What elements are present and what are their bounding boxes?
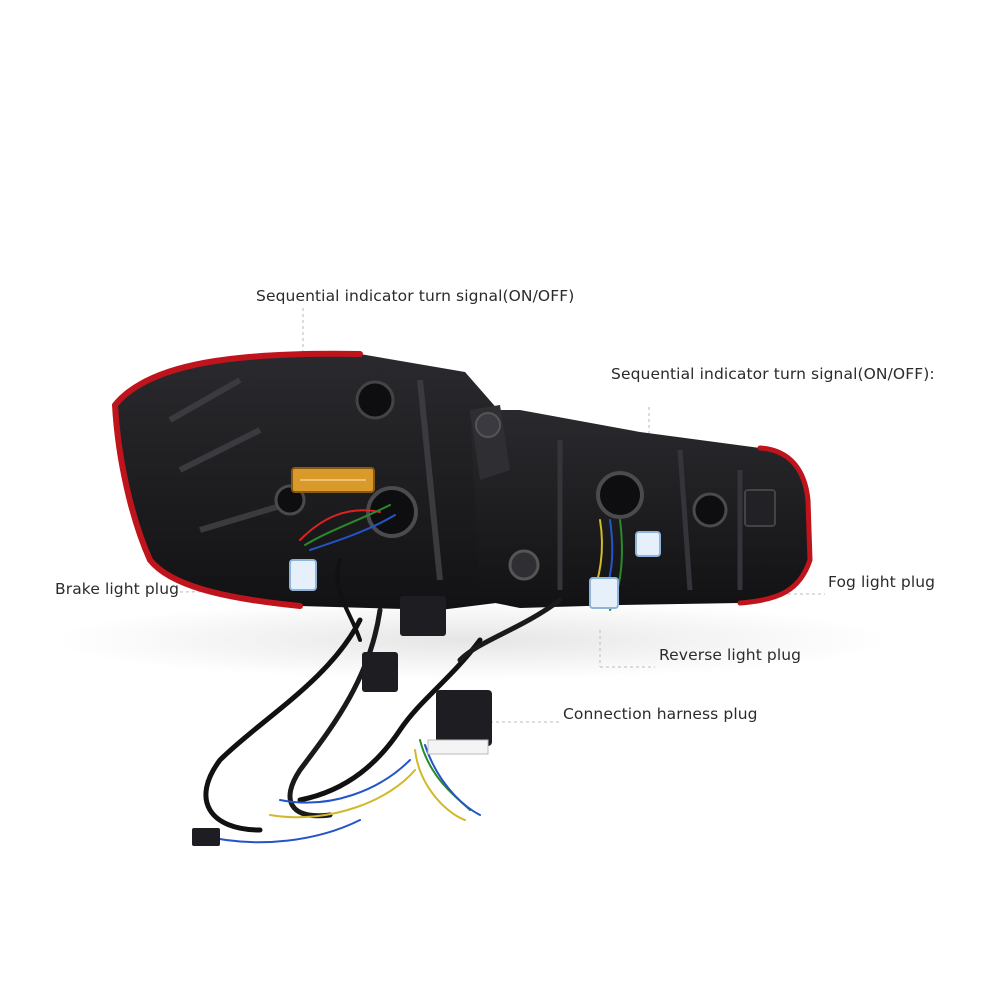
brake-plug (289, 559, 317, 591)
reverse-plug (589, 577, 619, 609)
inner-lamp-body (470, 410, 810, 608)
central-plug (400, 596, 446, 636)
callout-connection-harness-plug: Connection harness plug (563, 705, 758, 723)
callout-brake-light-plug: Brake light plug (55, 580, 180, 598)
outer-lamp-red-edge (112, 350, 363, 609)
harness-plug (436, 690, 492, 746)
inner-lamp-red-edge (737, 445, 813, 606)
inner-lamp (470, 405, 813, 608)
callout-sequential-left: Sequential indicator turn signal(ON/OFF) (256, 287, 575, 305)
fog-plug (635, 531, 661, 557)
mounting-grommet (475, 412, 501, 438)
callout-fog-light-plug: Fog light plug (828, 573, 936, 591)
callout-sequential-right: Sequential indicator turn signal(ON/OFF)… (611, 365, 935, 383)
inner-reverse-socket (596, 471, 644, 519)
connectors (192, 531, 661, 846)
outer-lamp (112, 350, 520, 610)
floor-shadow (50, 600, 890, 680)
inner-fog-socket (692, 492, 728, 528)
outer-bulb-socket (355, 380, 395, 420)
harness-plug-white (427, 739, 489, 755)
callout-reverse-light-plug: Reverse light plug (659, 646, 802, 664)
